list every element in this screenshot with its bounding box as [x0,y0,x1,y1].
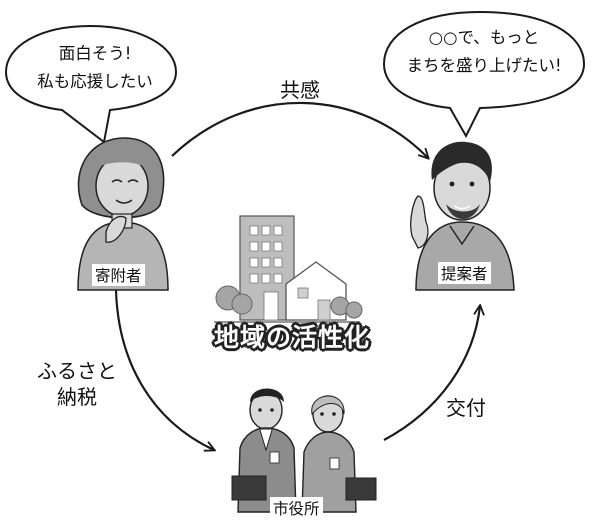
grant-arrow [383,306,480,441]
empathy-label: 共感 [280,78,320,102]
proposer-bubble-line-1: ○○で、もっと [428,28,540,47]
proposer-bubble-text: ○○で、もっと まちを盛り上げたい! [394,24,574,80]
grant-label: 交付 [446,396,486,420]
city-hall-staff-illustration [231,388,377,513]
donor-label: 寄附者 [92,264,145,286]
furusato-tax-line-2: 納税 [57,385,97,409]
town-illustration [214,215,363,323]
donor-speech-bubble [4,24,178,144]
proposer-label: 提案者 [438,262,491,284]
donor-bubble-line-1: 面白そう! [58,44,132,63]
regional-revitalization-banner: 地域の活性化 [214,323,371,352]
furusato-tax-line-1: ふるさと [37,359,117,383]
donor-bubble-text: 面白そう! 私も応援したい [20,40,170,96]
city-hall-label: 市役所 [270,497,323,519]
empathy-arrow [171,101,428,158]
furusato-tax-label: ふるさと 納税 [28,358,126,410]
furusato-tax-arrow [114,289,214,450]
proposer-bubble-line-2: まちを盛り上げたい! [406,56,562,75]
proposer-speech-bubble [382,10,586,139]
donor-bubble-line-2: 私も応援したい [37,72,153,91]
